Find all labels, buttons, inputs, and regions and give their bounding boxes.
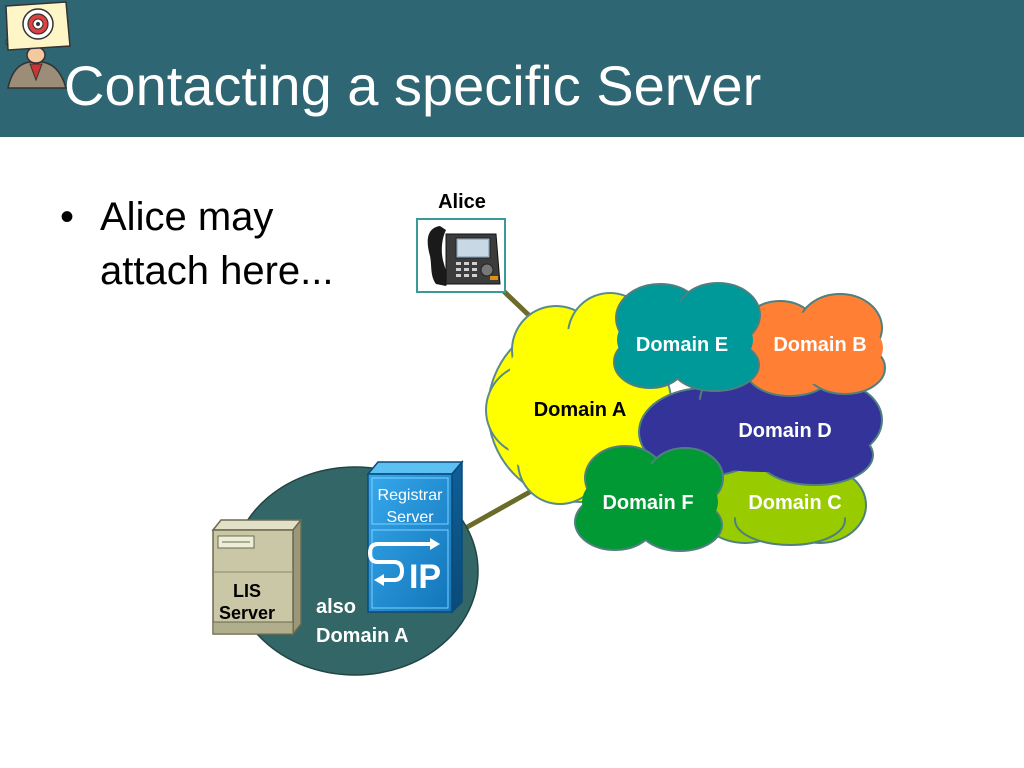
- domain-b-label: Domain B: [773, 334, 866, 356]
- domain-d-label: Domain D: [738, 420, 831, 442]
- local-network-label-line1: also: [316, 596, 356, 618]
- bullet-marker: •: [60, 195, 75, 239]
- file-server-icon: [211, 517, 303, 637]
- domain-e-label: Domain E: [636, 334, 728, 356]
- slide-title: Contacting a specific Server: [64, 54, 762, 117]
- bullet-point: • Alice may attach here...: [60, 190, 380, 298]
- local-network-label-line2: Domain A: [316, 625, 409, 647]
- alice-label: Alice: [438, 191, 486, 213]
- bullet-text: Alice may attach here...: [100, 195, 334, 293]
- domain-d-cloud: [638, 363, 883, 486]
- target-sign-person-icon: [5, 1, 71, 89]
- domain-f-cloud: [574, 445, 724, 552]
- domain-f-label: Domain F: [602, 492, 693, 514]
- domain-e-cloud: [613, 282, 761, 392]
- ip-phone-icon: [416, 218, 506, 293]
- registrar-label-line2: Server: [386, 509, 434, 526]
- sip-server-icon: [366, 459, 464, 614]
- title-bar: [0, 0, 1024, 137]
- lis-label-line1: LIS: [233, 581, 261, 601]
- registrar-label-line1: Registrar: [378, 487, 444, 504]
- lis-label-line2: Server: [219, 603, 275, 623]
- domain-c-label: Domain C: [748, 492, 841, 514]
- sip-logo-text: IP: [409, 558, 441, 596]
- domain-a-label: Domain A: [534, 399, 627, 421]
